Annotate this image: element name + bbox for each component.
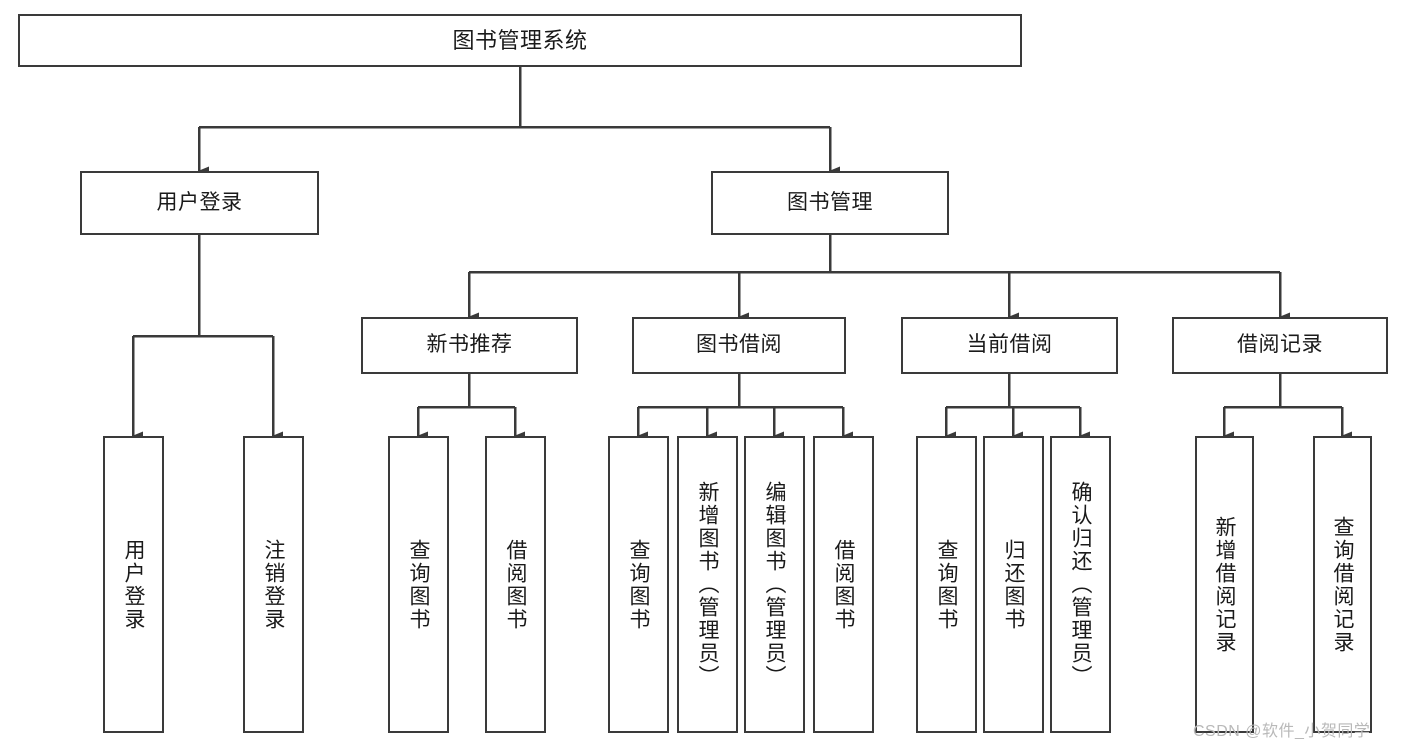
node-label-book-borrow: 图书借阅 (696, 333, 782, 357)
node-label-book-manage: 图书管理 (787, 190, 873, 214)
node-label-root: 图书管理系统 (452, 27, 588, 53)
node-label-leaf-borrow-book-1: 借阅图书 (504, 538, 527, 631)
node-leaf-confirm-return[interactable]: 确认归还（管理员） (1050, 436, 1111, 733)
node-label-leaf-borrow-book-2: 借阅图书 (832, 538, 855, 631)
node-borrow-record[interactable]: 借阅记录 (1172, 317, 1388, 374)
tree-edges (131, 67, 1352, 441)
node-leaf-user-login[interactable]: 用户登录 (103, 436, 164, 733)
node-current-borrow[interactable]: 当前借阅 (901, 317, 1118, 374)
node-label-leaf-add-book: 新增图书（管理员） (696, 481, 719, 688)
node-label-leaf-confirm-return: 确认归还（管理员） (1069, 481, 1092, 688)
node-leaf-borrow-book-1[interactable]: 借阅图书 (485, 436, 546, 733)
node-leaf-return-book[interactable]: 归还图书 (983, 436, 1044, 733)
node-label-leaf-logout: 注销登录 (262, 538, 285, 631)
node-label-leaf-add-record: 新增借阅记录 (1213, 515, 1236, 654)
node-book-borrow[interactable]: 图书借阅 (632, 317, 846, 374)
node-leaf-add-record[interactable]: 新增借阅记录 (1195, 436, 1254, 733)
node-label-leaf-user-login: 用户登录 (122, 538, 145, 631)
node-label-leaf-query-record: 查询借阅记录 (1331, 515, 1354, 654)
node-label-new-book-rec: 新书推荐 (426, 333, 513, 357)
node-root[interactable]: 图书管理系统 (18, 14, 1022, 67)
node-leaf-add-book[interactable]: 新增图书（管理员） (677, 436, 738, 733)
node-leaf-query-record[interactable]: 查询借阅记录 (1313, 436, 1372, 733)
node-leaf-logout[interactable]: 注销登录 (243, 436, 304, 733)
node-user-login[interactable]: 用户登录 (80, 171, 319, 235)
node-label-leaf-query-book-2: 查询图书 (627, 538, 650, 631)
node-leaf-query-book-2[interactable]: 查询图书 (608, 436, 669, 733)
node-new-book-rec[interactable]: 新书推荐 (361, 317, 578, 374)
node-label-leaf-query-book-3: 查询图书 (935, 538, 958, 631)
node-label-user-login: 用户登录 (156, 190, 243, 214)
node-book-manage[interactable]: 图书管理 (711, 171, 949, 235)
node-label-leaf-return-book: 归还图书 (1002, 538, 1025, 631)
node-label-borrow-record: 借阅记录 (1237, 333, 1323, 357)
node-leaf-edit-book[interactable]: 编辑图书（管理员） (744, 436, 805, 733)
node-leaf-borrow-book-2[interactable]: 借阅图书 (813, 436, 874, 733)
node-label-leaf-query-book-1: 查询图书 (407, 538, 430, 631)
node-leaf-query-book-3[interactable]: 查询图书 (916, 436, 977, 733)
node-label-leaf-edit-book: 编辑图书（管理员） (763, 481, 786, 688)
node-leaf-query-book-1[interactable]: 查询图书 (388, 436, 449, 733)
node-label-current-borrow: 当前借阅 (966, 333, 1053, 357)
